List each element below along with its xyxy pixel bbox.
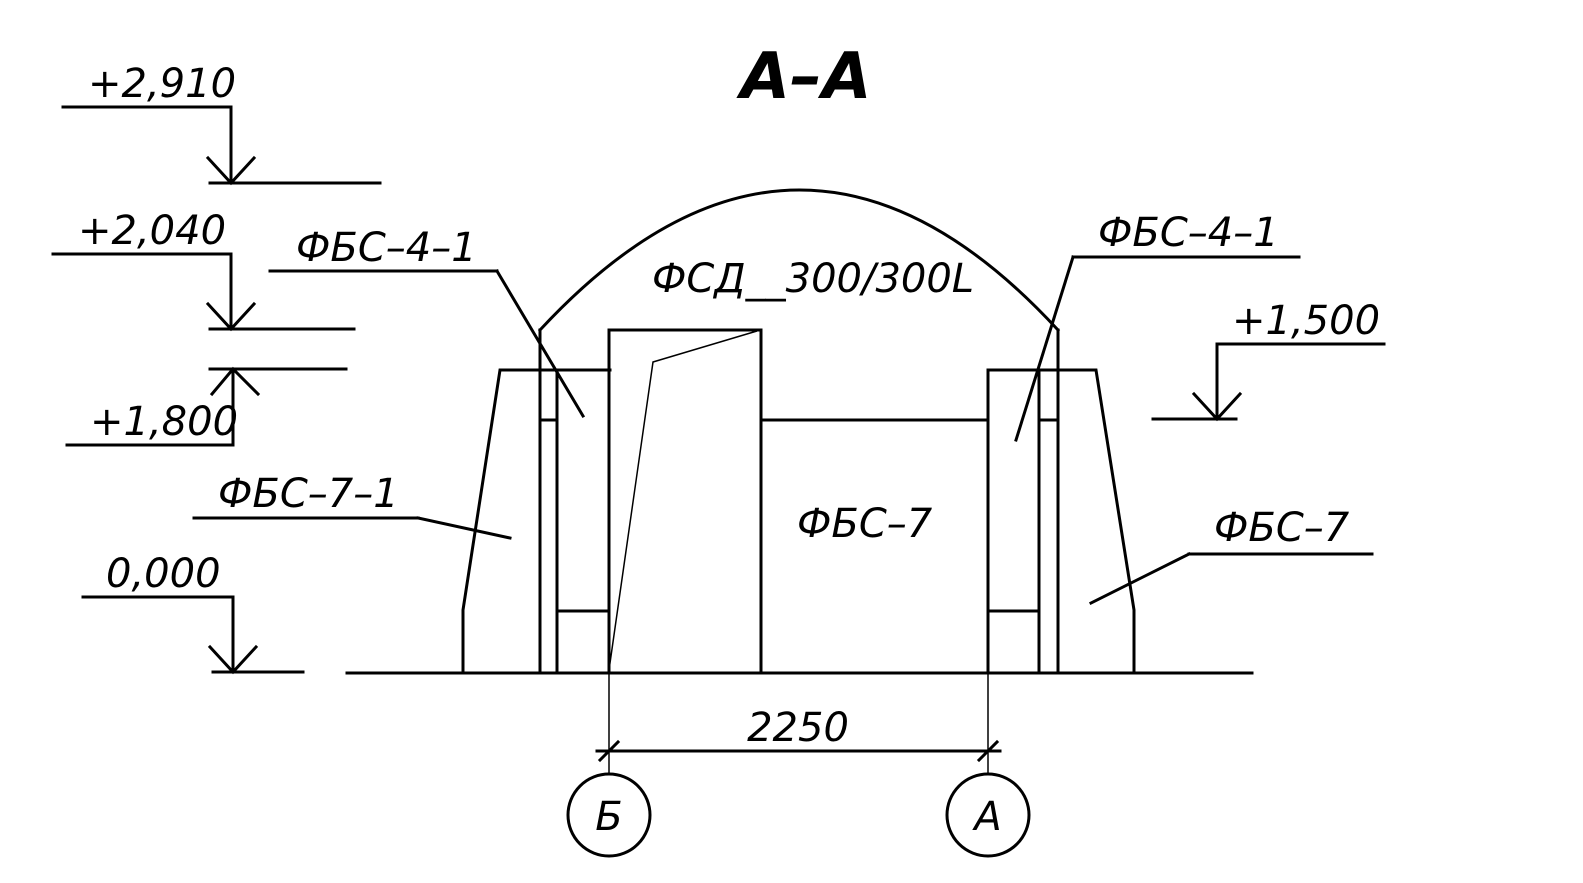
door-swing-line	[608, 330, 758, 671]
leader-fbs41-right: ФБС–4–1	[1014, 210, 1301, 442]
elevation-1800-label: +1,800	[90, 399, 238, 445]
leader-fbs7-right: ФБС–7	[1088, 505, 1374, 606]
elevation-mark-2910: +2,910	[61, 61, 382, 186]
elevation-mark-2040: +2,040	[51, 208, 356, 332]
dimension-value: 2250	[747, 705, 849, 751]
label-fbs71: ФБС–7–1	[218, 471, 399, 517]
axis-marker-b: Б	[566, 772, 652, 858]
elevation-2040-label: +2,040	[78, 208, 226, 254]
label-fbs41-right: ФБС–4–1	[1098, 210, 1279, 256]
elevation-mark-0000: 0,000	[81, 551, 305, 675]
elevation-1500-label: +1,500	[1232, 298, 1380, 344]
label-fbs7-center: ФБС–7	[797, 501, 933, 547]
left-outer-block	[461, 368, 612, 675]
dome-arch	[537, 188, 1061, 333]
label-fbs7-right: ФБС–7	[1214, 505, 1350, 551]
label-fbs41-left: ФБС–4–1	[296, 225, 477, 271]
right-outer-block	[986, 368, 1136, 675]
leader-fbs71: ФБС–7–1	[192, 471, 512, 540]
dimension-2250: 2250	[595, 673, 1002, 775]
leader-fbs41-left: ФБС–4–1	[268, 225, 586, 419]
axis-label-b: Б	[595, 794, 622, 840]
door-block	[607, 328, 763, 675]
axis-label-a: А	[971, 794, 1001, 840]
elevation-0000-label: 0,000	[106, 551, 221, 597]
elevation-mark-1500: +1,500	[1151, 298, 1386, 422]
axis-marker-a: А	[945, 772, 1031, 858]
elevation-mark-1800: +1,800	[65, 366, 348, 447]
section-title: А–А	[735, 40, 871, 114]
elevation-2910-label: +2,910	[88, 61, 236, 107]
label-fsd: ФСД__300/300L	[652, 256, 974, 302]
